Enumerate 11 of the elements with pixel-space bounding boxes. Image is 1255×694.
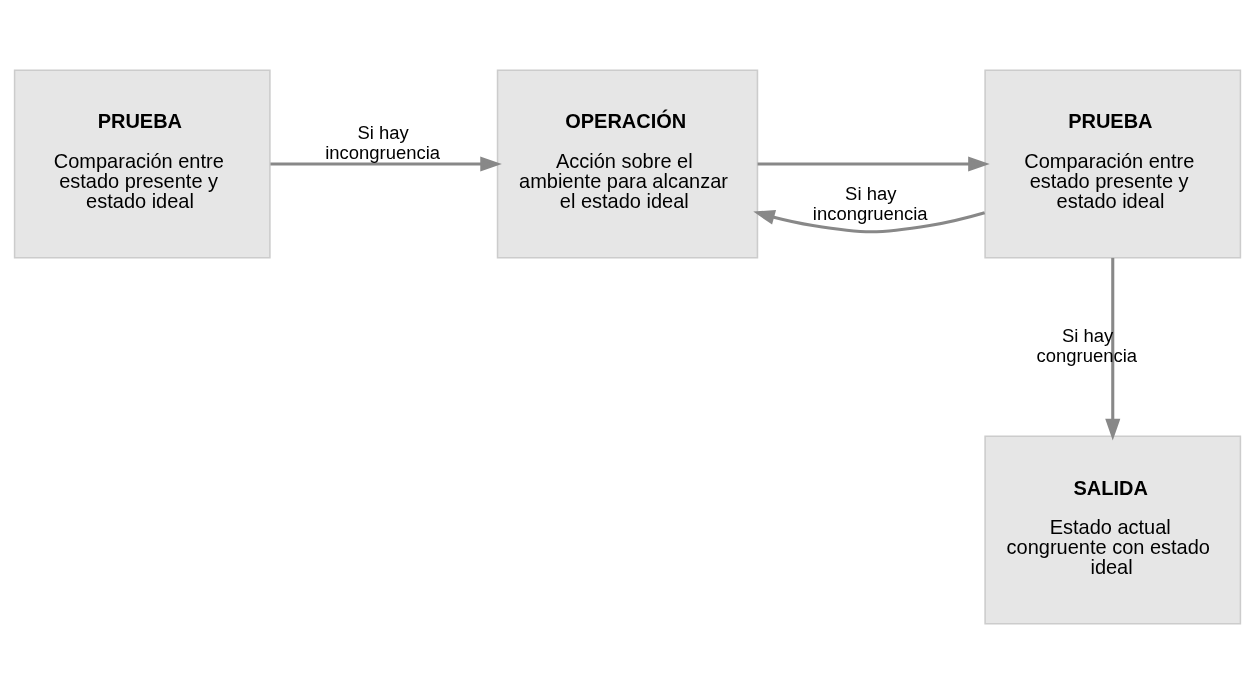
node-box: PRUEBA Comparación entre estado presente y estado ideal <box>13 69 271 259</box>
node-box: OPERACIÓN Acción sobre el ambiente para alcanzar el estado ideal <box>496 69 759 259</box>
node-box: SALIDA Estado actual congruente con estado ideal <box>984 435 1242 625</box>
edge-label: Si hay congruencia <box>1036 324 1138 366</box>
arrow <box>757 156 990 172</box>
arrow <box>270 156 502 172</box>
arrow <box>753 210 986 234</box>
edge-label: Si hay incongruencia <box>325 121 441 163</box>
arrow <box>1105 257 1121 441</box>
edge-label: Si hay incongruencia <box>812 183 928 225</box>
node-box: PRUEBA Comparación entre estado presente y estado ideal <box>984 69 1242 259</box>
